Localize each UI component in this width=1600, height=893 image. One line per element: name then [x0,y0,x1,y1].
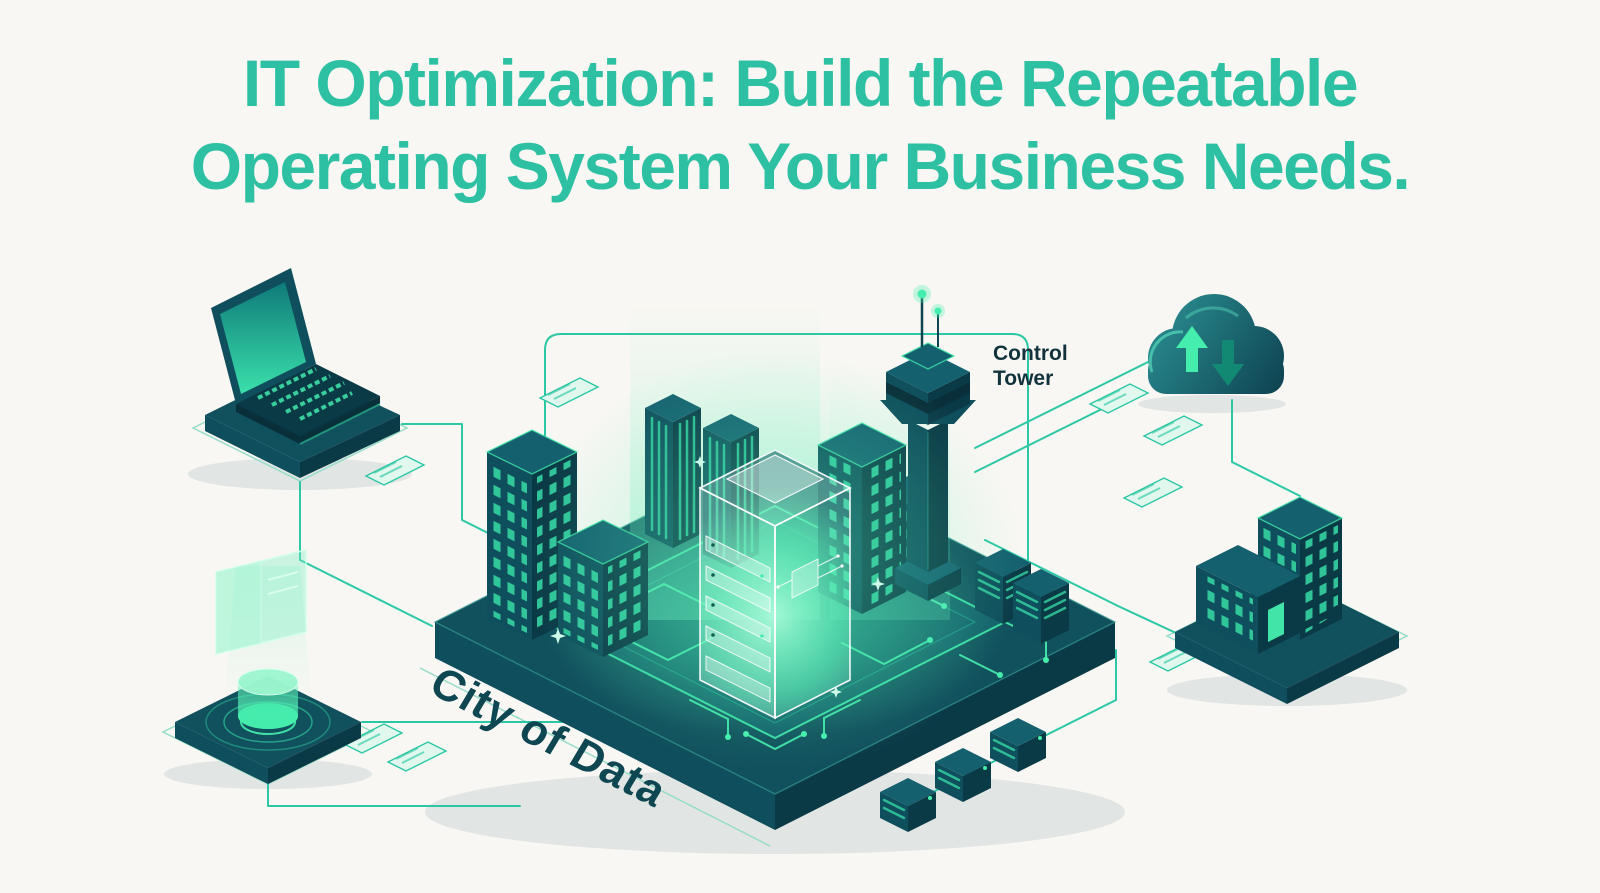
up-arrow-icon [1176,326,1208,372]
cloud-sync-icon [1148,294,1284,394]
hologram-screen [215,549,307,655]
control-tower-label: Control Tower [993,342,1068,390]
data-card [1089,383,1149,414]
glowing-door [1268,602,1284,642]
data-card [539,377,599,408]
edge-server-boxes [880,718,1046,832]
data-card [1143,415,1203,446]
down-arrow-icon [1212,340,1244,386]
hologram-illustration [175,549,361,784]
page-title-line1: IT Optimization: Build the Repeatable [242,46,1359,120]
data-card [1123,477,1183,508]
laptop-keyboard [257,367,353,421]
server-tower-illustration [525,350,1025,770]
chip-icon [776,554,844,599]
laptop-illustration [205,268,400,478]
server-racks [705,535,771,703]
sparkles [550,456,885,698]
page-title: IT Optimization: Build the Repeatable Op… [0,42,1600,208]
data-card [387,741,447,772]
page-title-line2: Operating System Your Business Needs. [190,129,1411,204]
office-building-illustration [1175,496,1399,704]
antenna-icon [913,285,945,347]
